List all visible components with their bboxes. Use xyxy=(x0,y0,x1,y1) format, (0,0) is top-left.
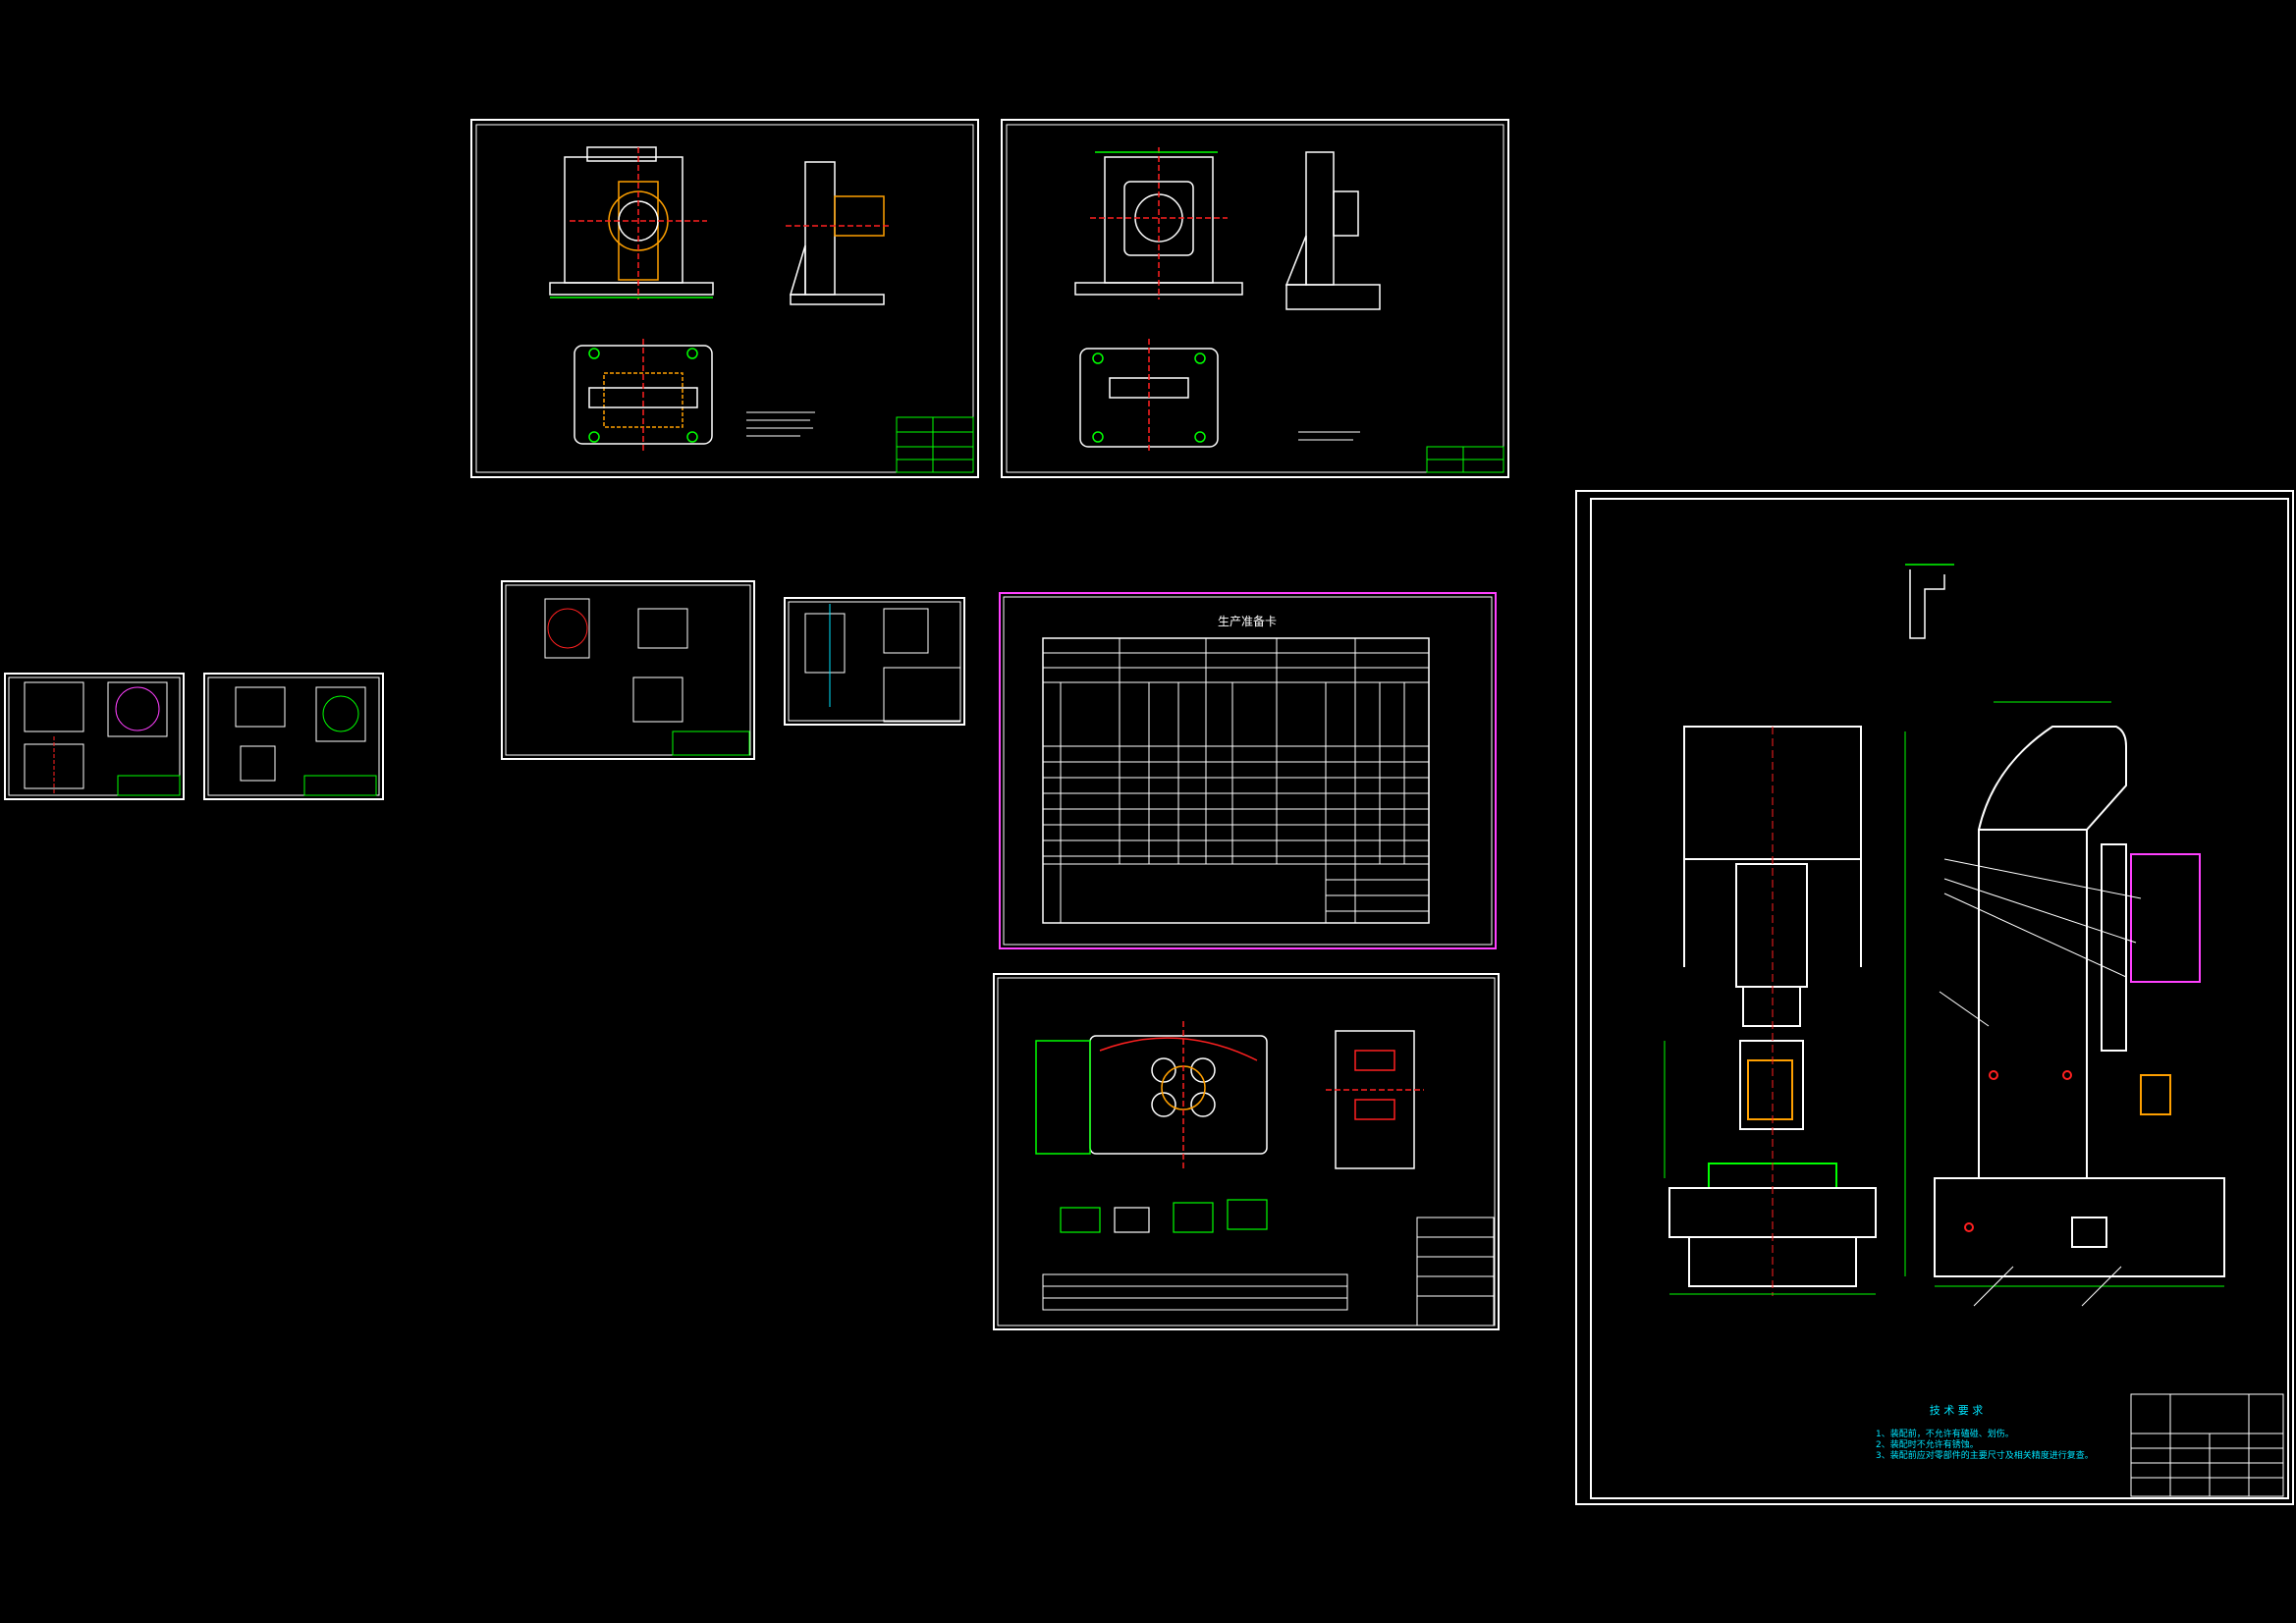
notes xyxy=(746,411,815,437)
tech-req-line-2: 2、装配时不允许有锈蚀。 xyxy=(1876,1438,1979,1450)
notes xyxy=(1298,431,1360,441)
drawing-sheet-4[interactable] xyxy=(784,597,965,726)
title-block xyxy=(2130,1393,2284,1497)
tech-req-line-1: 1、装配前，不允许有磕碰、划伤。 xyxy=(1876,1428,2014,1439)
drawing-sheet-1[interactable] xyxy=(470,119,979,478)
top-view xyxy=(1079,339,1219,452)
process-card-sheet[interactable]: 生产准备卡 xyxy=(999,592,1497,949)
top-detail xyxy=(1905,564,1954,639)
drawing-sheet-3[interactable] xyxy=(501,580,755,760)
top-view xyxy=(574,339,713,452)
tech-req-line-3: 3、装配前应对零部件的主要尺寸及相关精度进行复查。 xyxy=(1876,1449,2094,1461)
leader-lines xyxy=(1939,858,2142,1307)
title-block xyxy=(1426,446,1504,473)
fixture-details xyxy=(1060,1199,1268,1233)
front-view xyxy=(549,146,714,299)
drawing-sheet-small-1[interactable] xyxy=(4,673,185,800)
process-card-title: 生产准备卡 xyxy=(1218,615,1277,628)
parts-list xyxy=(1042,1217,1495,1326)
tech-req-title: 技 术 要 求 xyxy=(1930,1404,1984,1417)
title-block xyxy=(896,416,974,473)
drawing-sheet-small-2[interactable] xyxy=(203,673,384,800)
drawing-sheet-2[interactable] xyxy=(1001,119,1509,478)
fixture-side-view xyxy=(1326,1030,1424,1169)
machine-assembly-sheet[interactable]: 技 术 要 求 1、装配前，不允许有磕碰、划伤。 2、装配时不允许有锈蚀。 3、… xyxy=(1575,490,2294,1505)
technical-requirements: 技 术 要 求 1、装配前，不允许有磕碰、划伤。 2、装配时不允许有锈蚀。 3、… xyxy=(1876,1404,2094,1461)
side-view xyxy=(1285,151,1381,310)
side-view xyxy=(786,161,889,305)
front-view xyxy=(1074,147,1243,299)
fixture-plan-view xyxy=(1035,1021,1268,1168)
side-elevation xyxy=(1904,701,2225,1287)
fixture-assembly-sheet[interactable] xyxy=(993,973,1500,1330)
front-elevation xyxy=(1664,726,1877,1296)
